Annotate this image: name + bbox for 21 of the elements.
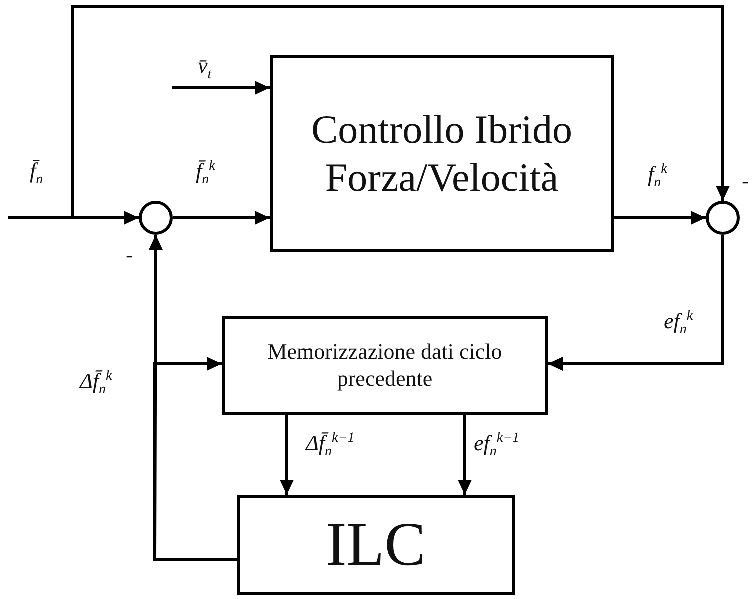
arrow: [8, 211, 139, 225]
arrow: [72, 6, 730, 218]
block: [222, 316, 548, 415]
block-label: Memorizzazione dati ciclo precedente: [266, 339, 504, 392]
arrow: [458, 415, 472, 495]
edge-label: f̄$_{n}$: [30, 160, 44, 188]
arrow: [614, 211, 706, 225]
edge-label: v̄$_{t}$: [198, 55, 212, 82]
summing-junction: [139, 201, 173, 235]
arrow: [154, 357, 237, 562]
block: [237, 495, 515, 595]
summing-junction: [706, 201, 740, 235]
arrow: [280, 415, 294, 495]
sign-label: -: [742, 170, 750, 192]
sign-label: -: [126, 244, 134, 266]
block-label: ILC: [326, 510, 426, 581]
arrow: [548, 235, 724, 371]
arrow: [173, 211, 270, 225]
arrow: [172, 81, 270, 95]
block-label: Controllo Ibrido Forza/Velocità: [311, 106, 573, 202]
block: [270, 55, 614, 252]
